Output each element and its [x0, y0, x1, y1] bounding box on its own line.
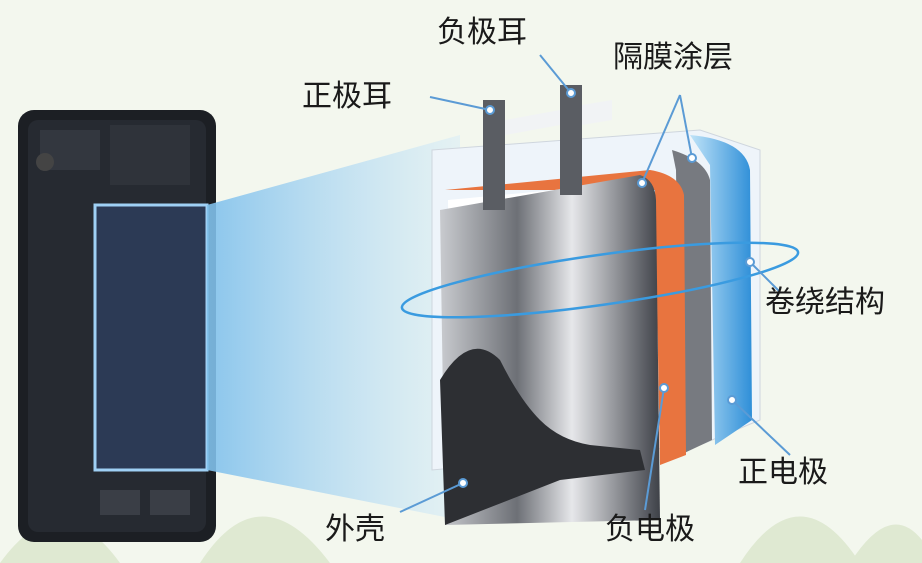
phone-battery-area [93, 203, 209, 472]
label-positive-electrode: 正电极 [738, 455, 828, 490]
battery [400, 85, 800, 525]
label-winding-structure: 卷绕结构 [765, 285, 885, 320]
label-casing: 外壳 [325, 512, 385, 547]
negative-tab [560, 85, 582, 195]
projection-beam [207, 135, 460, 520]
winding-loop [400, 241, 800, 319]
positive-tab [483, 100, 505, 210]
label-negative-electrode: 负电极 [605, 512, 695, 547]
casing-cutaway [440, 348, 645, 525]
positive-electrode-layer [690, 135, 752, 445]
label-positive-tab: 正极耳 [302, 79, 392, 114]
pointer-lines [399, 54, 791, 513]
negative-electrode-layer [445, 170, 686, 465]
phone [18, 110, 216, 542]
label-separator-coating: 隔膜涂层 [613, 40, 733, 75]
label-negative-tab: 负极耳 [437, 15, 527, 50]
